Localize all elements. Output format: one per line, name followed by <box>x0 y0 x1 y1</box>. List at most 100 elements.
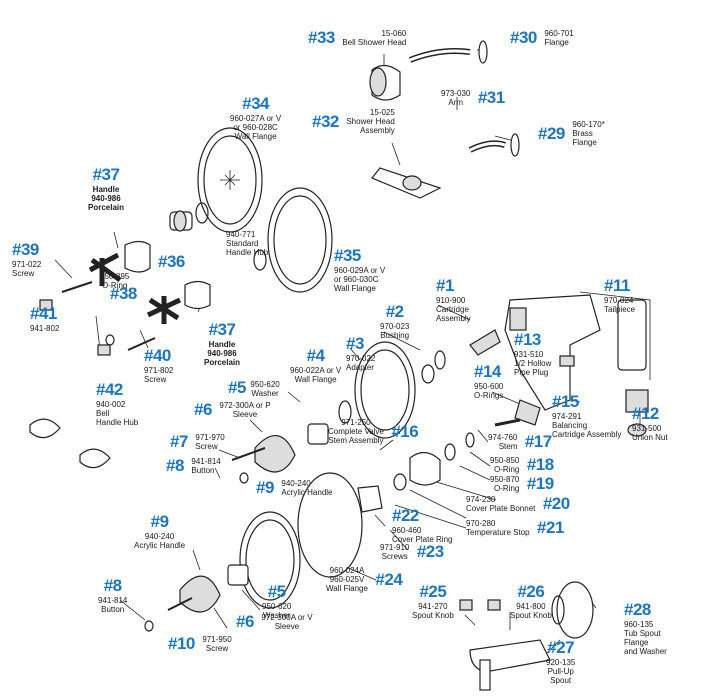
part-42-number: #42 <box>96 380 123 399</box>
part-19-label: O-Ring <box>494 484 520 493</box>
part-5-lower-code: 950-620 <box>262 602 292 611</box>
part-14-label: O-Rings <box>474 391 504 400</box>
callout-part-11: #11 970-024 Tailpiece <box>604 276 635 314</box>
part-29-label-2: Flange <box>572 138 597 147</box>
callout-part-37-lower: #37 Handle 940-986 Porcelain <box>204 320 240 367</box>
part-40-code: 971-802 <box>144 366 174 375</box>
part-38-label: O-Ring <box>102 281 128 290</box>
part-30-label: Flange <box>544 38 569 47</box>
part-31-number: #31 <box>477 88 505 107</box>
part-16-label-1: Complete Valve <box>328 427 384 436</box>
part-42-label-2: Handle Hub <box>96 418 139 427</box>
part-23-code: 971-910 <box>380 543 410 552</box>
part-13-code: 931-510 <box>514 350 544 359</box>
callout-part-9-lower: #9 940-240 Acrylic Handle <box>134 512 185 550</box>
part-18-code: 950-850 <box>490 456 520 465</box>
part-37-upper-label-2: Porcelain <box>88 203 125 212</box>
part-30-number: #30 <box>510 28 537 47</box>
part-16-code: 971-250 <box>341 418 371 427</box>
part-34-label-2: Wall Flange <box>234 132 277 141</box>
part-24-code: 960-024A <box>329 566 365 575</box>
part-7-number: #7 <box>170 432 188 451</box>
part-17-number: #17 <box>524 432 552 451</box>
lower-handle-parts <box>144 472 363 632</box>
part-25-label: Spout Knob <box>412 611 454 620</box>
part-28-code: 960-135 <box>624 620 654 629</box>
part-2-number: #2 <box>385 302 404 321</box>
part-1-number: #1 <box>436 276 454 295</box>
part-12-code: 931-500 <box>632 424 662 433</box>
part-11-label: Tailpiece <box>604 305 636 314</box>
part-38-number: #38 <box>110 284 137 303</box>
part-37-lower-code: 940-986 <box>207 349 237 358</box>
part-25-number: #25 <box>419 582 447 601</box>
part-13-label-1: 1/2 Hollow <box>514 359 552 368</box>
part-10-code: 971-950 <box>202 635 232 644</box>
callout-part-14: #14 950-600 O-Rings <box>474 362 503 400</box>
part-37-upper-number: #37 <box>92 165 120 184</box>
part-35-number: #35 <box>334 246 361 265</box>
part-19-code: 950-870 <box>490 475 520 484</box>
callout-part-35: #35 960-029A or V or 960-030C Wall Flang… <box>334 246 385 293</box>
callout-part-13: #13 931-510 1/2 Hollow Pipe Plug <box>514 330 551 377</box>
part-39-label: Screw <box>12 269 35 278</box>
part-13-number: #13 <box>514 330 541 349</box>
part-28-label-1: Tub Spout <box>624 629 661 638</box>
callout-part-41: #41 941-802 <box>30 304 59 333</box>
part-27-code: 920-135 <box>546 658 576 667</box>
part-6-lower-number: #6 <box>236 612 254 631</box>
part-22-number: #22 <box>392 506 419 525</box>
part-5-lower-label: Washer <box>263 611 291 620</box>
part-1-label-2: Assembly <box>436 314 471 323</box>
part-40-label: Screw <box>144 375 167 384</box>
part-39-code: 971-022 <box>12 260 42 269</box>
part-41-code: 941-802 <box>30 324 60 333</box>
part-18-number: #18 <box>526 455 554 474</box>
part-29-code: 960-170* <box>572 120 605 129</box>
part-20-code: 974-230 <box>466 495 496 504</box>
part-35-label-2: Wall Flange <box>334 284 376 293</box>
part-27-label-1: Pull-Up <box>547 667 574 676</box>
part-40-number: #40 <box>144 346 171 365</box>
part-42-code: 940-002 <box>96 400 126 409</box>
part-34-label-1: or 960-028C <box>233 123 278 132</box>
part-24-number: #24 <box>375 569 403 589</box>
part-39-number: #39 <box>12 240 39 259</box>
part-27-label-2: Spout <box>550 676 572 685</box>
part-7-code: 971-970 <box>195 433 225 442</box>
part-20-number: #20 <box>542 494 570 513</box>
part-6-upper-code: 972-300A or P <box>219 401 271 410</box>
part-11-code: 970-024 <box>604 296 634 305</box>
part-23-number: #23 <box>416 542 444 561</box>
part-34-code: 960-027A or V <box>230 114 282 123</box>
part-15-number: #15 <box>552 392 579 411</box>
part-27-number: #27 <box>547 638 575 657</box>
part-15-label-1: Balancing <box>552 421 588 430</box>
callout-part-38-number: #38 <box>110 284 137 304</box>
part-15-label-2: Cartridge Assembly <box>552 430 622 439</box>
part-8-lower-code: 941-814 <box>98 596 128 605</box>
shower-parts <box>369 40 520 199</box>
part-32-label-2: Assembly <box>360 126 395 135</box>
part-38-code: 950-895 <box>100 272 130 281</box>
part-9-upper-code: 940-240 <box>281 479 311 488</box>
part-13-label-2: Pipe Plug <box>514 368 549 377</box>
callout-part-42: #42 940-002 Bell Handle Hub <box>96 380 138 427</box>
part-4-code: 960-022A or V <box>290 366 342 375</box>
part-8-lower-number: #8 <box>103 576 122 595</box>
part-36-code: 940-771 <box>226 230 256 239</box>
part-12-number: #12 <box>632 404 659 423</box>
callout-part-4: #4 960-022A or V Wall Flange <box>290 346 341 384</box>
part-5-lower-number: #5 <box>267 582 286 601</box>
